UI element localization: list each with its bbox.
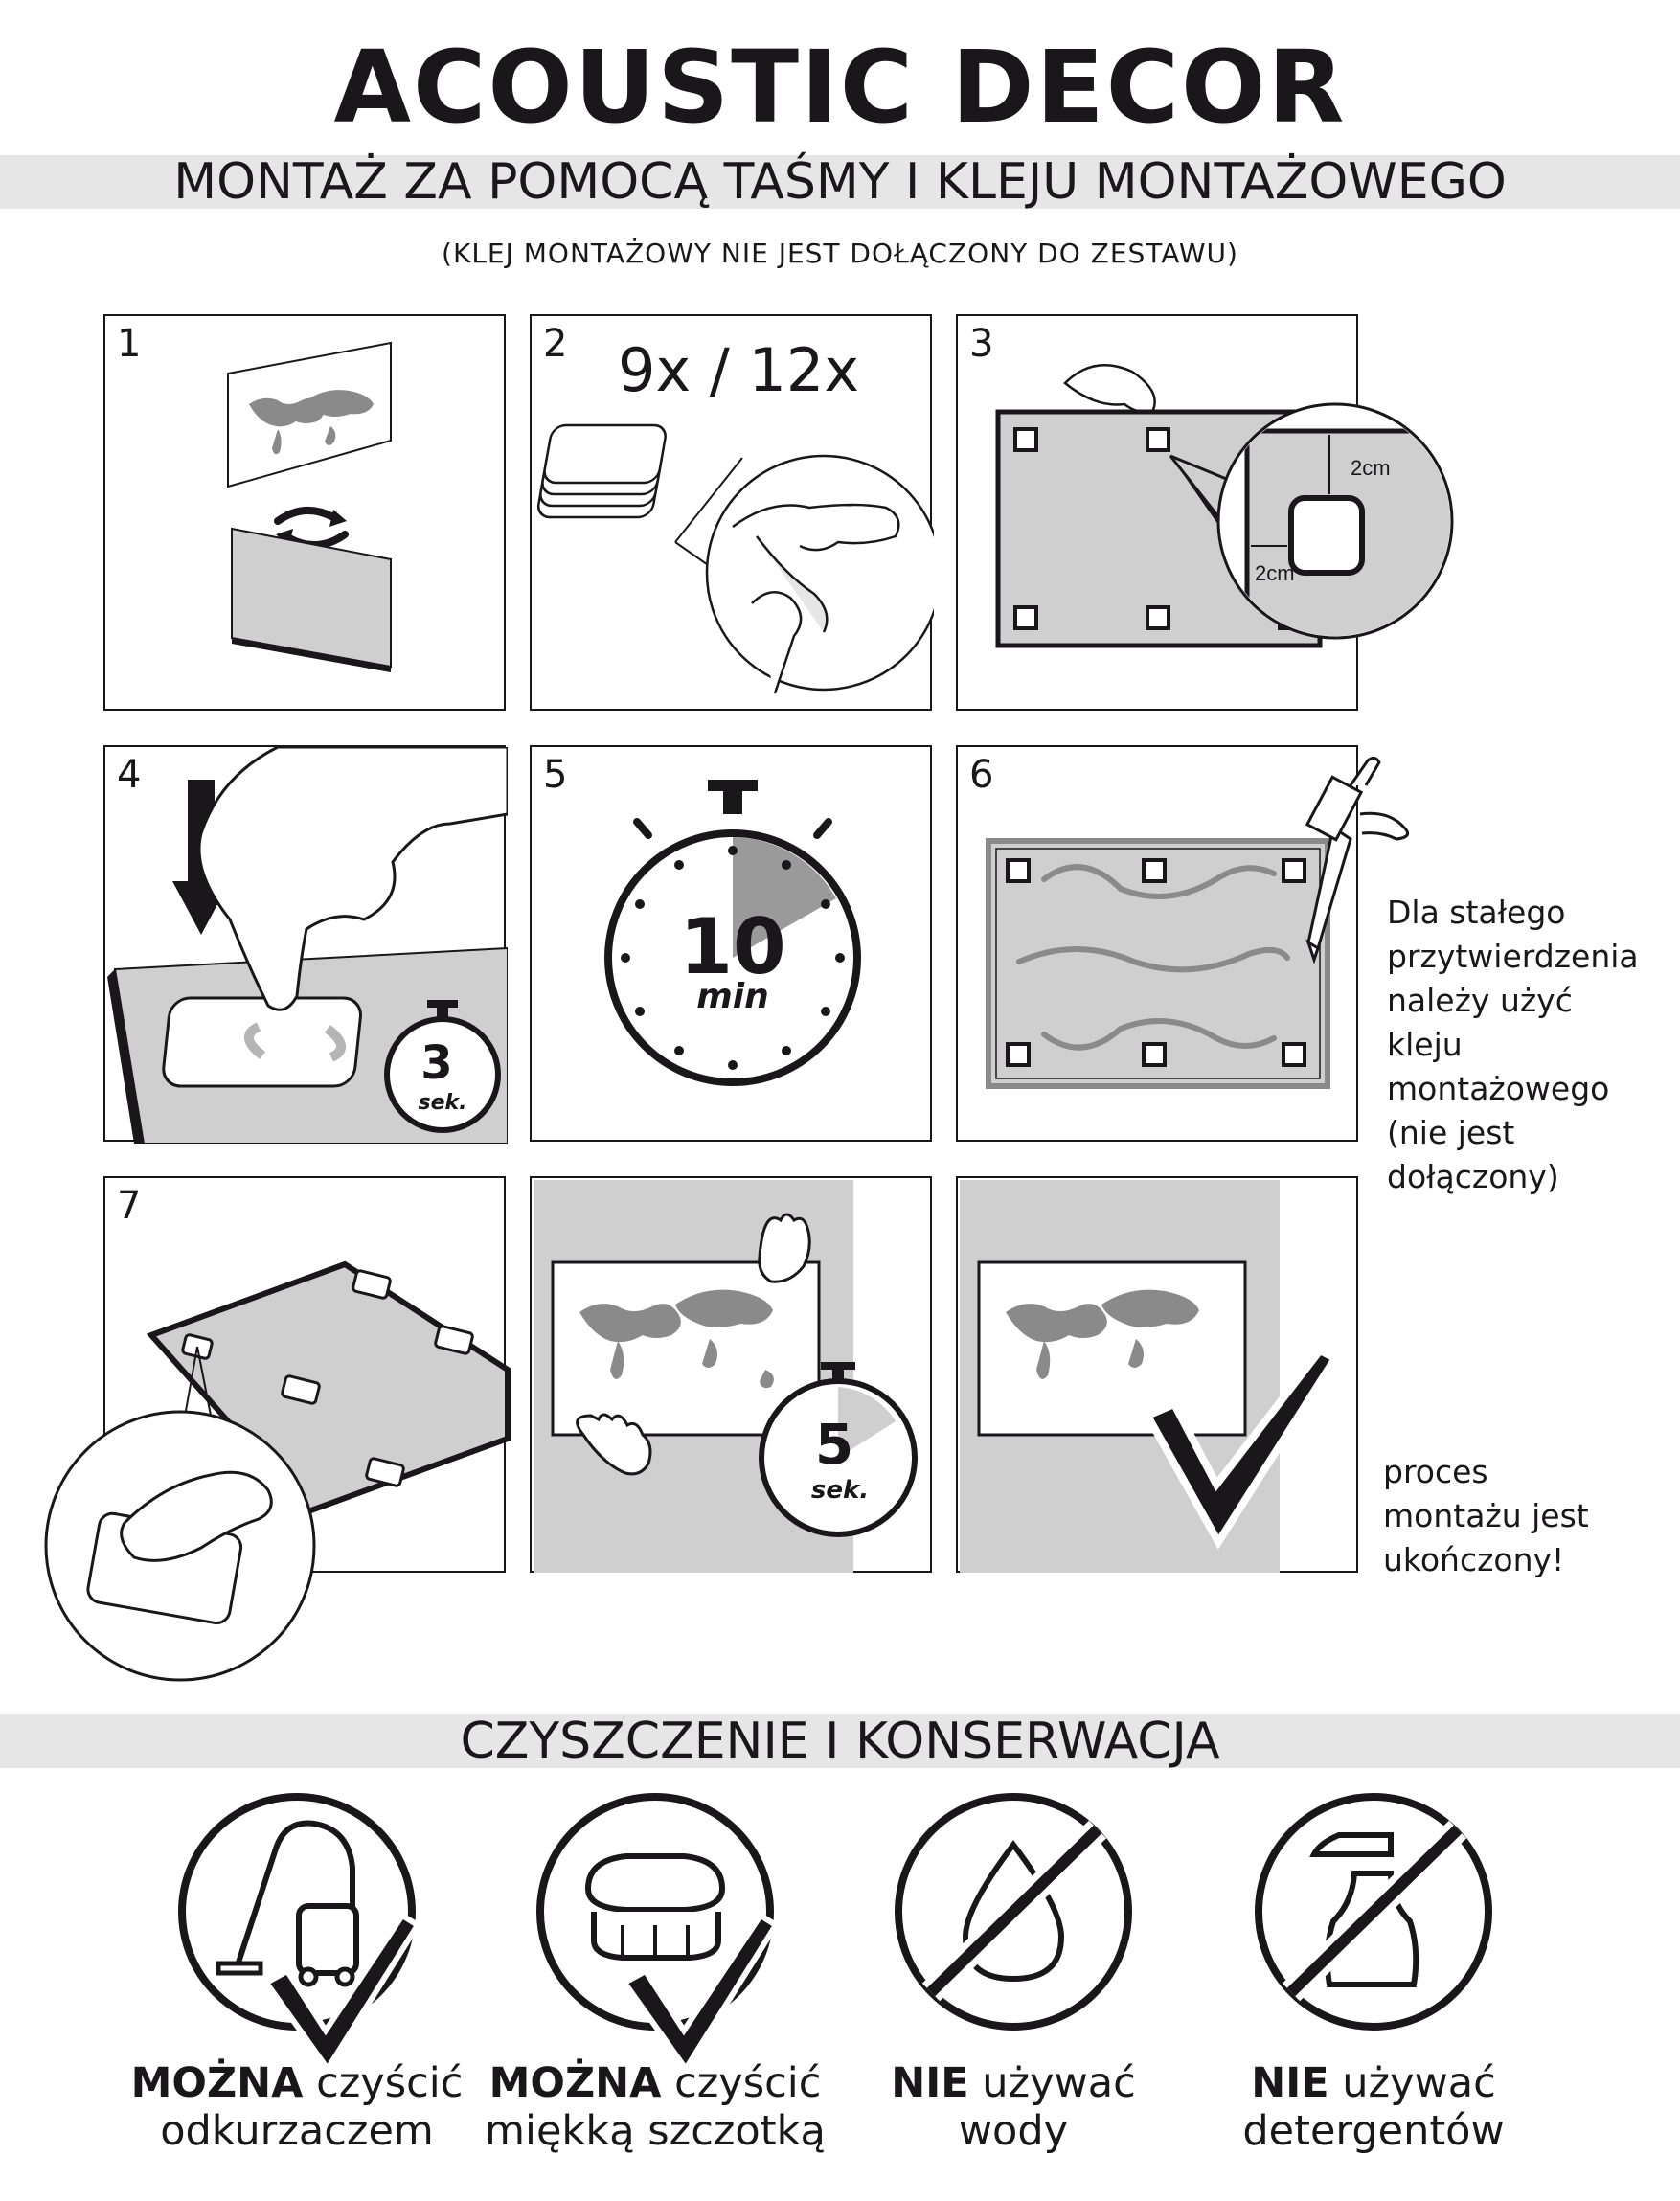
glue-side-note: Dla stałego przytwierdzenia należy użyć … <box>1387 891 1639 1199</box>
timer-unit: min <box>696 977 768 1016</box>
care-heading: CZYSZCZENIE I KONSERWACJA <box>460 1713 1220 1770</box>
step-3-panel: 3 2cm 2cm <box>956 314 1454 711</box>
caulk-gun-icon <box>1305 756 1410 964</box>
step-4-panel: 4 3 sek. <box>103 745 508 1144</box>
side-note-line: należy użyć <box>1387 982 1573 1019</box>
care-label-rest: używać <box>1328 2059 1496 2107</box>
glue-note: (KLEJ MONTAŻOWY NIE JEST DOŁĄCZONY DO ZE… <box>442 238 1238 269</box>
step-number: 2 <box>543 322 568 366</box>
page-subtitle: MONTAŻ ZA POMOCĄ TAŚMY I KLEJU MONTAŻOWE… <box>173 153 1507 211</box>
step-1-panel: 1 <box>103 314 506 711</box>
care-label-rest: używać <box>968 2059 1136 2107</box>
side-note-line: przytwierdzenia <box>1387 938 1639 975</box>
side-note-line: ukończony! <box>1383 1541 1565 1578</box>
step-8-panel: 8 5 sek. <box>530 1176 932 1573</box>
care-label-bold: MOŻNA <box>488 2059 662 2107</box>
step-number: 1 <box>117 322 142 366</box>
timer-unit: sek. <box>418 1091 466 1115</box>
world-map-on-wall <box>977 1260 1247 1437</box>
side-note-line: kleju <box>1387 1026 1463 1063</box>
side-note-line: Dla stałego <box>1387 894 1566 931</box>
timer-value: 10 <box>679 902 785 991</box>
page-title: ACOUSTIC DECOR <box>333 29 1347 146</box>
peel-tape-hands-illustration <box>705 454 934 694</box>
care-label-bold: NIE <box>891 2059 969 2107</box>
spray-bottle-icon <box>1255 1793 1492 2031</box>
side-note-line: proces <box>1383 1453 1488 1490</box>
finger-press-illustration <box>197 747 508 1011</box>
tape-count-caption: 9x / 12x <box>618 335 860 405</box>
side-note-line: montażu jest <box>1383 1497 1589 1534</box>
tape-position-zoom <box>1216 402 1454 640</box>
timer-3-icon <box>384 1000 501 1133</box>
remove-tape-film-illustration <box>44 1410 316 1682</box>
care-label-rest: czyścić <box>661 2059 822 2107</box>
step-9-panel: 9 <box>956 1176 1358 1573</box>
care-label-rest: czyścić <box>303 2059 464 2107</box>
timer-value: 5 <box>815 1412 853 1477</box>
dim-top-label: 2cm <box>1351 456 1391 480</box>
side-note-line: (nie jest <box>1387 1114 1515 1151</box>
checkmark-icon <box>1142 1345 1341 1550</box>
water-drop-icon <box>895 1793 1132 2031</box>
step-number: 7 <box>117 1184 142 1228</box>
timer-5-icon <box>759 1362 918 1537</box>
care-label-line2: detergentów <box>1242 2107 1505 2155</box>
step-number: 5 <box>543 753 568 797</box>
world-map-panel-illustration <box>227 341 392 488</box>
step-6-panel: 6 <box>956 745 1410 1142</box>
care-label-line2: odkurzaczem <box>160 2107 434 2155</box>
step-number: 6 <box>969 753 994 797</box>
care-label-vacuum: MOŻNA czyścić odkurzaczem <box>125 2059 469 2155</box>
care-label-bold: MOŻNA <box>130 2059 304 2107</box>
step-number: 4 <box>117 753 142 797</box>
panel-back-illustration <box>231 527 392 672</box>
timer-unit: sek. <box>811 1476 869 1505</box>
soft-brush-icon <box>536 1793 781 2075</box>
dim-left-label: 2cm <box>1255 561 1295 585</box>
timer-value: 3 <box>420 1036 452 1090</box>
care-band <box>0 1714 1680 1768</box>
stopwatch-10-min-icon <box>604 780 861 1086</box>
side-note-line: montażowego <box>1387 1070 1610 1107</box>
hand-icon <box>576 1413 652 1476</box>
side-note-line: dołączony) <box>1387 1158 1559 1195</box>
care-label-water: NIE używać wody <box>841 2059 1186 2155</box>
vacuum-cleaner-icon <box>178 1793 422 2075</box>
done-side-note: proces montażu jest ukończony! <box>1383 1450 1589 1582</box>
step-7-panel: 7 <box>44 1176 511 1682</box>
care-label-spray: NIE używać detergentów <box>1201 2059 1546 2155</box>
care-label-bold: NIE <box>1251 2059 1329 2107</box>
step-5-panel: 5 10 min <box>530 745 932 1142</box>
world-map-on-wall <box>551 1260 821 1437</box>
tape-squares <box>181 1269 474 1487</box>
tape-squares <box>1006 858 1306 1067</box>
step-2-panel: 2 9x / 12x <box>530 314 934 711</box>
care-label-line2: miękką szczotką <box>485 2107 826 2155</box>
tape-stack-illustration <box>536 423 667 519</box>
care-label-line2: wody <box>958 2107 1069 2155</box>
glue-lines <box>1016 864 1290 1051</box>
hand-icon <box>758 1213 811 1283</box>
subtitle-band <box>0 155 1680 209</box>
care-label-brush: MOŻNA czyścić miękką szczotką <box>483 2059 828 2155</box>
step-number: 3 <box>969 322 994 366</box>
